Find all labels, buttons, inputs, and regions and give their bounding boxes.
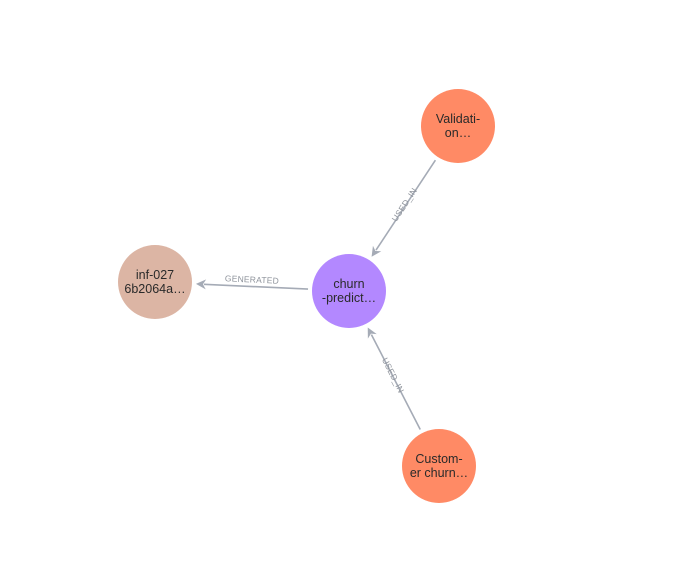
nodes-layer: Validati-on… churn-predict… inf-0276b2064a…: [118, 89, 495, 503]
node-circle[interactable]: [312, 254, 386, 328]
node-label: Validati-: [436, 112, 480, 126]
node-label: inf-027: [136, 268, 174, 282]
node-churn-predict[interactable]: churn-predict…: [312, 254, 386, 328]
edge-label: USED_IN: [380, 356, 406, 395]
node-label: -predict…: [322, 291, 376, 305]
arrowhead-icon: [371, 245, 382, 257]
node-circle[interactable]: [402, 429, 476, 503]
arrowhead-icon: [367, 327, 377, 339]
edge-used-in[interactable]: USED_IN: [367, 327, 421, 430]
node-validation[interactable]: Validati-on…: [421, 89, 495, 163]
edge-used-in[interactable]: USED_IN: [371, 159, 437, 257]
node-circle[interactable]: [421, 89, 495, 163]
edge-line[interactable]: [375, 159, 437, 251]
edge-line[interactable]: [203, 283, 309, 290]
node-circle[interactable]: [118, 245, 192, 319]
edge-line[interactable]: [370, 334, 421, 430]
node-label: 6b2064a…: [124, 282, 185, 296]
node-label: er churn…: [410, 466, 468, 480]
node-label: churn: [333, 277, 364, 291]
edge-label: USED_IN: [390, 186, 419, 223]
edge-generated[interactable]: GENERATED: [195, 273, 309, 290]
node-label: Custom-: [415, 452, 462, 466]
edge-label: GENERATED: [225, 273, 279, 285]
node-label: on…: [445, 126, 471, 140]
node-customer-churn[interactable]: Custom-er churn…: [402, 429, 476, 503]
node-inf-027[interactable]: inf-0276b2064a…: [118, 245, 192, 319]
arrowhead-icon: [195, 279, 207, 290]
